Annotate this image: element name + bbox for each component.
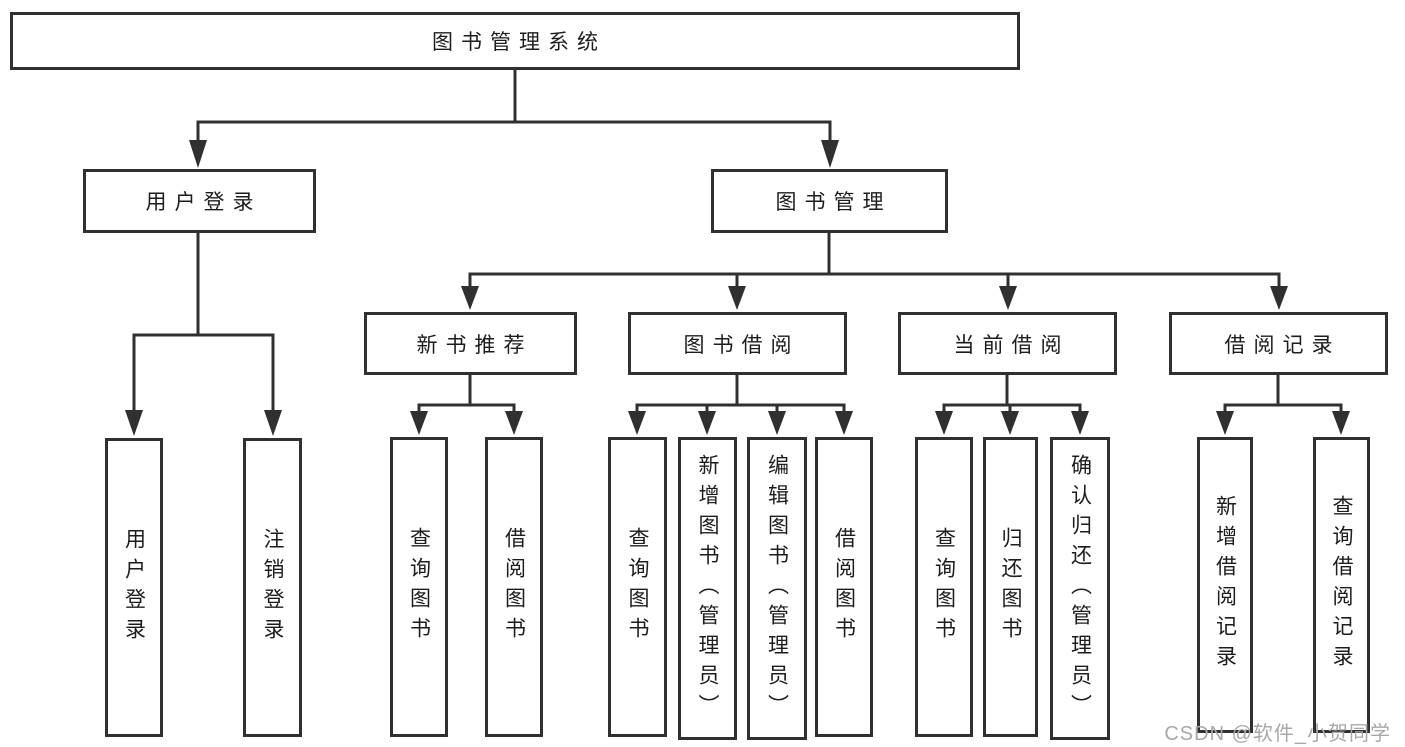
node-new-book-recommend: 新书推荐	[364, 312, 577, 375]
node-borrowing-records: 借阅记录	[1169, 312, 1388, 375]
leaf-query-borrow-record: 查询借阅记录	[1313, 437, 1370, 733]
watermark-text: CSDN @软件_小贺同学	[1164, 723, 1391, 745]
leaf-add-books-admin: 新增图书（管理员）	[678, 437, 737, 740]
leaf-recommend-borrow-books: 借阅图书	[485, 437, 543, 737]
node-user-login: 用户登录	[83, 169, 316, 233]
leaf-edit-books-admin: 编辑图书（管理员）	[747, 437, 807, 740]
leaf-recommend-query-books: 查询图书	[390, 437, 448, 737]
node-current-borrowing: 当前借阅	[898, 312, 1117, 375]
leaf-add-borrow-record: 新增借阅记录	[1197, 437, 1253, 733]
leaf-borrowing-borrow-books: 借阅图书	[815, 437, 873, 737]
leaf-borrowing-query-books: 查询图书	[608, 437, 667, 737]
leaf-logout: 注销登录	[243, 438, 302, 737]
leaf-current-query-books: 查询图书	[915, 437, 973, 737]
node-book-borrowing: 图书借阅	[628, 312, 847, 375]
leaf-return-books: 归还图书	[983, 437, 1038, 737]
leaf-user-login: 用户登录	[105, 438, 163, 737]
node-book-management: 图书管理	[711, 169, 948, 233]
leaf-confirm-return-admin: 确认归还（管理员）	[1050, 437, 1110, 740]
node-root: 图书管理系统	[10, 12, 1020, 70]
